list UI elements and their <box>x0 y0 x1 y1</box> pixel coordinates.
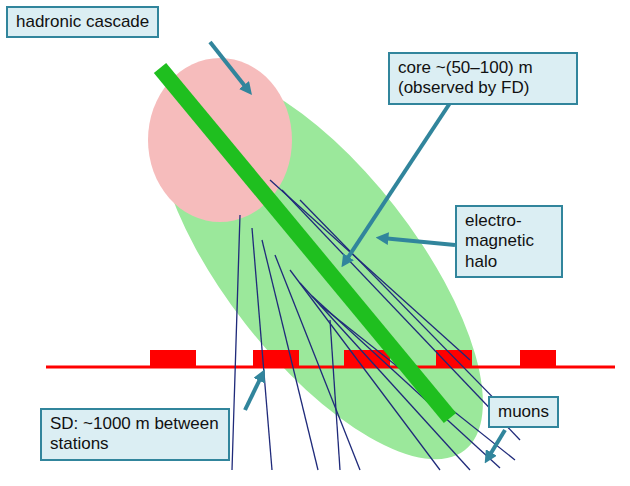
shower-core <box>160 68 450 418</box>
callout-text: core ~(50–100) m (observed by FD) <box>398 58 568 99</box>
callout-box: electro- magnetic halo <box>455 205 563 278</box>
callout-box: core ~(50–100) m (observed by FD) <box>388 52 578 105</box>
callout-box: muons <box>488 396 559 428</box>
callout-box: hadronic cascade <box>6 6 159 38</box>
callout-box: SD: ~1000 m between stations <box>40 408 230 461</box>
callout-text: muons <box>498 402 549 422</box>
sd-stations <box>150 350 556 367</box>
callout-text: SD: ~1000 m between stations <box>50 414 220 455</box>
callout-text: electro- magnetic halo <box>465 211 553 272</box>
callout-text: hadronic cascade <box>16 12 149 32</box>
